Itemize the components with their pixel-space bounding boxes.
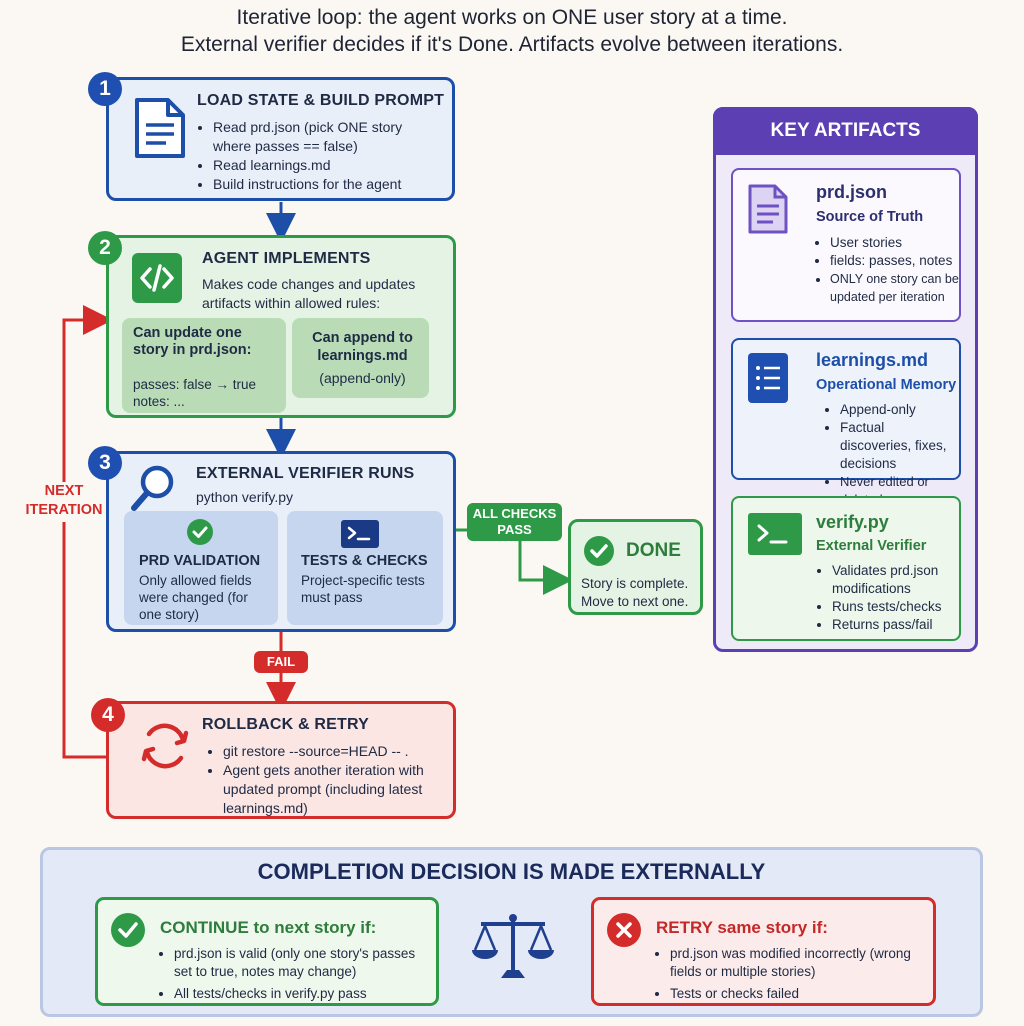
- fail-label: FAIL: [254, 651, 308, 673]
- step-2-agent-implements: AGENT IMPLEMENTS Makes code changes and …: [106, 235, 456, 418]
- done-box: DONE Story is complete. Move to next one…: [568, 519, 703, 615]
- list-icon: [748, 353, 788, 403]
- can-update-prd-box: Can update one story in prd.json: passes…: [122, 318, 286, 413]
- can-update-prd-line-2: notes: ...: [133, 394, 185, 409]
- all-checks-pass-label: ALL CHECKS PASS: [467, 503, 562, 541]
- step-4-title: ROLLBACK & RETRY: [202, 716, 370, 733]
- list-item: Read prd.json (pick ONE story where pass…: [213, 118, 442, 156]
- check-icon: [111, 913, 145, 947]
- learnings-md-bullets: Append-only Factual discoveries, fixes, …: [824, 401, 959, 509]
- list-item: prd.json was modified incorrectly (wrong…: [670, 945, 924, 981]
- list-item: All tests/checks in verify.py pass: [174, 984, 433, 1004]
- list-item: Append-only: [840, 401, 959, 419]
- step-4-badge: 4: [91, 698, 125, 732]
- terminal-icon: [748, 513, 802, 555]
- key-artifacts-title: KEY ARTIFACTS: [713, 107, 978, 155]
- continue-title-strong: CONTINUE: [160, 918, 249, 937]
- magnifier-icon: [131, 465, 174, 511]
- prd-json-name: prd.json: [816, 182, 887, 202]
- refresh-icon: [141, 723, 189, 769]
- can-append-learnings-title: Can append to learnings.md: [312, 330, 413, 364]
- verify-py-subtitle: External Verifier: [816, 538, 927, 554]
- continue-box: CONTINUE to next story if: prd.json is v…: [95, 897, 439, 1006]
- list-item: Validates prd.json modifications: [832, 562, 956, 598]
- list-item: Returns pass/fail: [832, 616, 956, 634]
- list-item: Tests or checks failed: [670, 984, 924, 1004]
- verifier-command: python verify.py: [196, 489, 294, 505]
- step-1-title: LOAD STATE & BUILD PROMPT: [197, 92, 445, 109]
- next-iteration-label: NEXT ITERATION: [16, 482, 112, 522]
- learnings-md-subtitle: Operational Memory: [816, 377, 957, 393]
- verify-py-bullets: Validates prd.json modifications Runs te…: [816, 562, 956, 634]
- list-item: git restore --source=HEAD -- .: [223, 742, 447, 761]
- retry-title-rest: same story if:: [712, 918, 828, 937]
- retry-title: RETRY same story if:: [656, 918, 828, 938]
- tests-checks-title: TESTS & CHECKS: [301, 553, 428, 569]
- artifact-verify-py: verify.py External Verifier Validates pr…: [731, 496, 961, 641]
- can-update-prd-title: Can update one story in prd.json:: [133, 325, 252, 358]
- step-2-description: Makes code changes and updates artifacts…: [202, 276, 416, 311]
- tests-checks-box: TESTS & CHECKS Project-specific tests mu…: [287, 511, 443, 625]
- terminal-icon: [341, 520, 379, 548]
- check-icon: [584, 536, 614, 566]
- continue-bullets: prd.json is valid (only one story's pass…: [158, 945, 433, 1004]
- continue-title-rest: to next story if:: [248, 918, 377, 937]
- step-4-rollback-retry: ROLLBACK & RETRY git restore --source=HE…: [106, 701, 456, 819]
- can-update-prd-line-1: passes: false → true: [133, 377, 257, 392]
- artifact-prd-json: prd.json Source of Truth User stories fi…: [731, 168, 961, 322]
- done-title: DONE: [626, 540, 681, 561]
- can-append-learnings-note: (append-only): [319, 370, 406, 386]
- list-item: Agent gets another iteration with update…: [223, 761, 447, 818]
- check-icon: [187, 519, 213, 545]
- step-1-load-state: LOAD STATE & BUILD PROMPT Read prd.json …: [106, 77, 455, 201]
- cross-icon: [607, 913, 641, 947]
- completion-decision-panel: COMPLETION DECISION IS MADE EXTERNALLY C…: [40, 847, 983, 1017]
- learnings-md-name: learnings.md: [816, 350, 929, 370]
- tests-checks-desc: Project-specific tests must pass: [301, 573, 425, 605]
- list-item: fields: passes, notes: [830, 252, 962, 270]
- retry-bullets: prd.json was modified incorrectly (wrong…: [654, 945, 924, 1004]
- prd-validation-box: PRD VALIDATION Only allowed fields were …: [124, 511, 278, 625]
- list-item: ONLY one story can be updated per iterat…: [830, 270, 962, 306]
- key-artifacts-panel: KEY ARTIFACTS prd.json Source of Truth U…: [713, 107, 978, 652]
- header-line-2: External verifier decides if it's Done. …: [180, 33, 844, 56]
- step-3-badge: 3: [88, 446, 122, 480]
- step-2-badge: 2: [88, 231, 122, 265]
- code-icon: [132, 253, 182, 303]
- step-3-external-verifier: EXTERNAL VERIFIER RUNS python verify.py …: [106, 451, 456, 632]
- prd-json-subtitle: Source of Truth: [816, 209, 924, 225]
- step-3-title: EXTERNAL VERIFIER RUNS: [196, 465, 415, 482]
- document-icon: [135, 98, 185, 158]
- list-item: prd.json is valid (only one story's pass…: [174, 945, 433, 981]
- list-item: Factual discoveries, fixes, decisions: [840, 419, 959, 473]
- verify-py-name: verify.py: [816, 512, 889, 532]
- list-item: User stories: [830, 234, 962, 252]
- list-item: Build instructions for the agent: [213, 175, 442, 194]
- step-2-title: AGENT IMPLEMENTS: [202, 250, 371, 267]
- completion-decision-title: COMPLETION DECISION IS MADE EXTERNALLY: [257, 859, 766, 884]
- list-item: Runs tests/checks: [832, 598, 956, 616]
- step-4-bullets: git restore --source=HEAD -- . Agent get…: [207, 742, 447, 818]
- prd-json-bullets: User stories fields: passes, notes ONLY …: [814, 234, 962, 306]
- document-icon: [748, 184, 788, 234]
- continue-title: CONTINUE to next story if:: [160, 918, 376, 938]
- prd-validation-desc: Only allowed fields were changed (for on…: [139, 573, 252, 622]
- list-item: Read learnings.md: [213, 156, 442, 175]
- artifact-learnings-md: learnings.md Operational Memory Append-o…: [731, 338, 961, 507]
- can-append-learnings-box: Can append to learnings.md (append-only): [292, 318, 429, 398]
- step-1-badge: 1: [88, 72, 122, 106]
- retry-title-strong: RETRY: [656, 918, 713, 937]
- step-1-bullets: Read prd.json (pick ONE story where pass…: [197, 118, 442, 194]
- done-description: Story is complete. Move to next one.: [581, 576, 689, 609]
- prd-validation-title: PRD VALIDATION: [139, 553, 261, 569]
- scales-icon: [472, 914, 554, 978]
- retry-box: RETRY same story if: prd.json was modifi…: [591, 897, 936, 1006]
- header-line-1: Iterative loop: the agent works on ONE u…: [236, 6, 788, 29]
